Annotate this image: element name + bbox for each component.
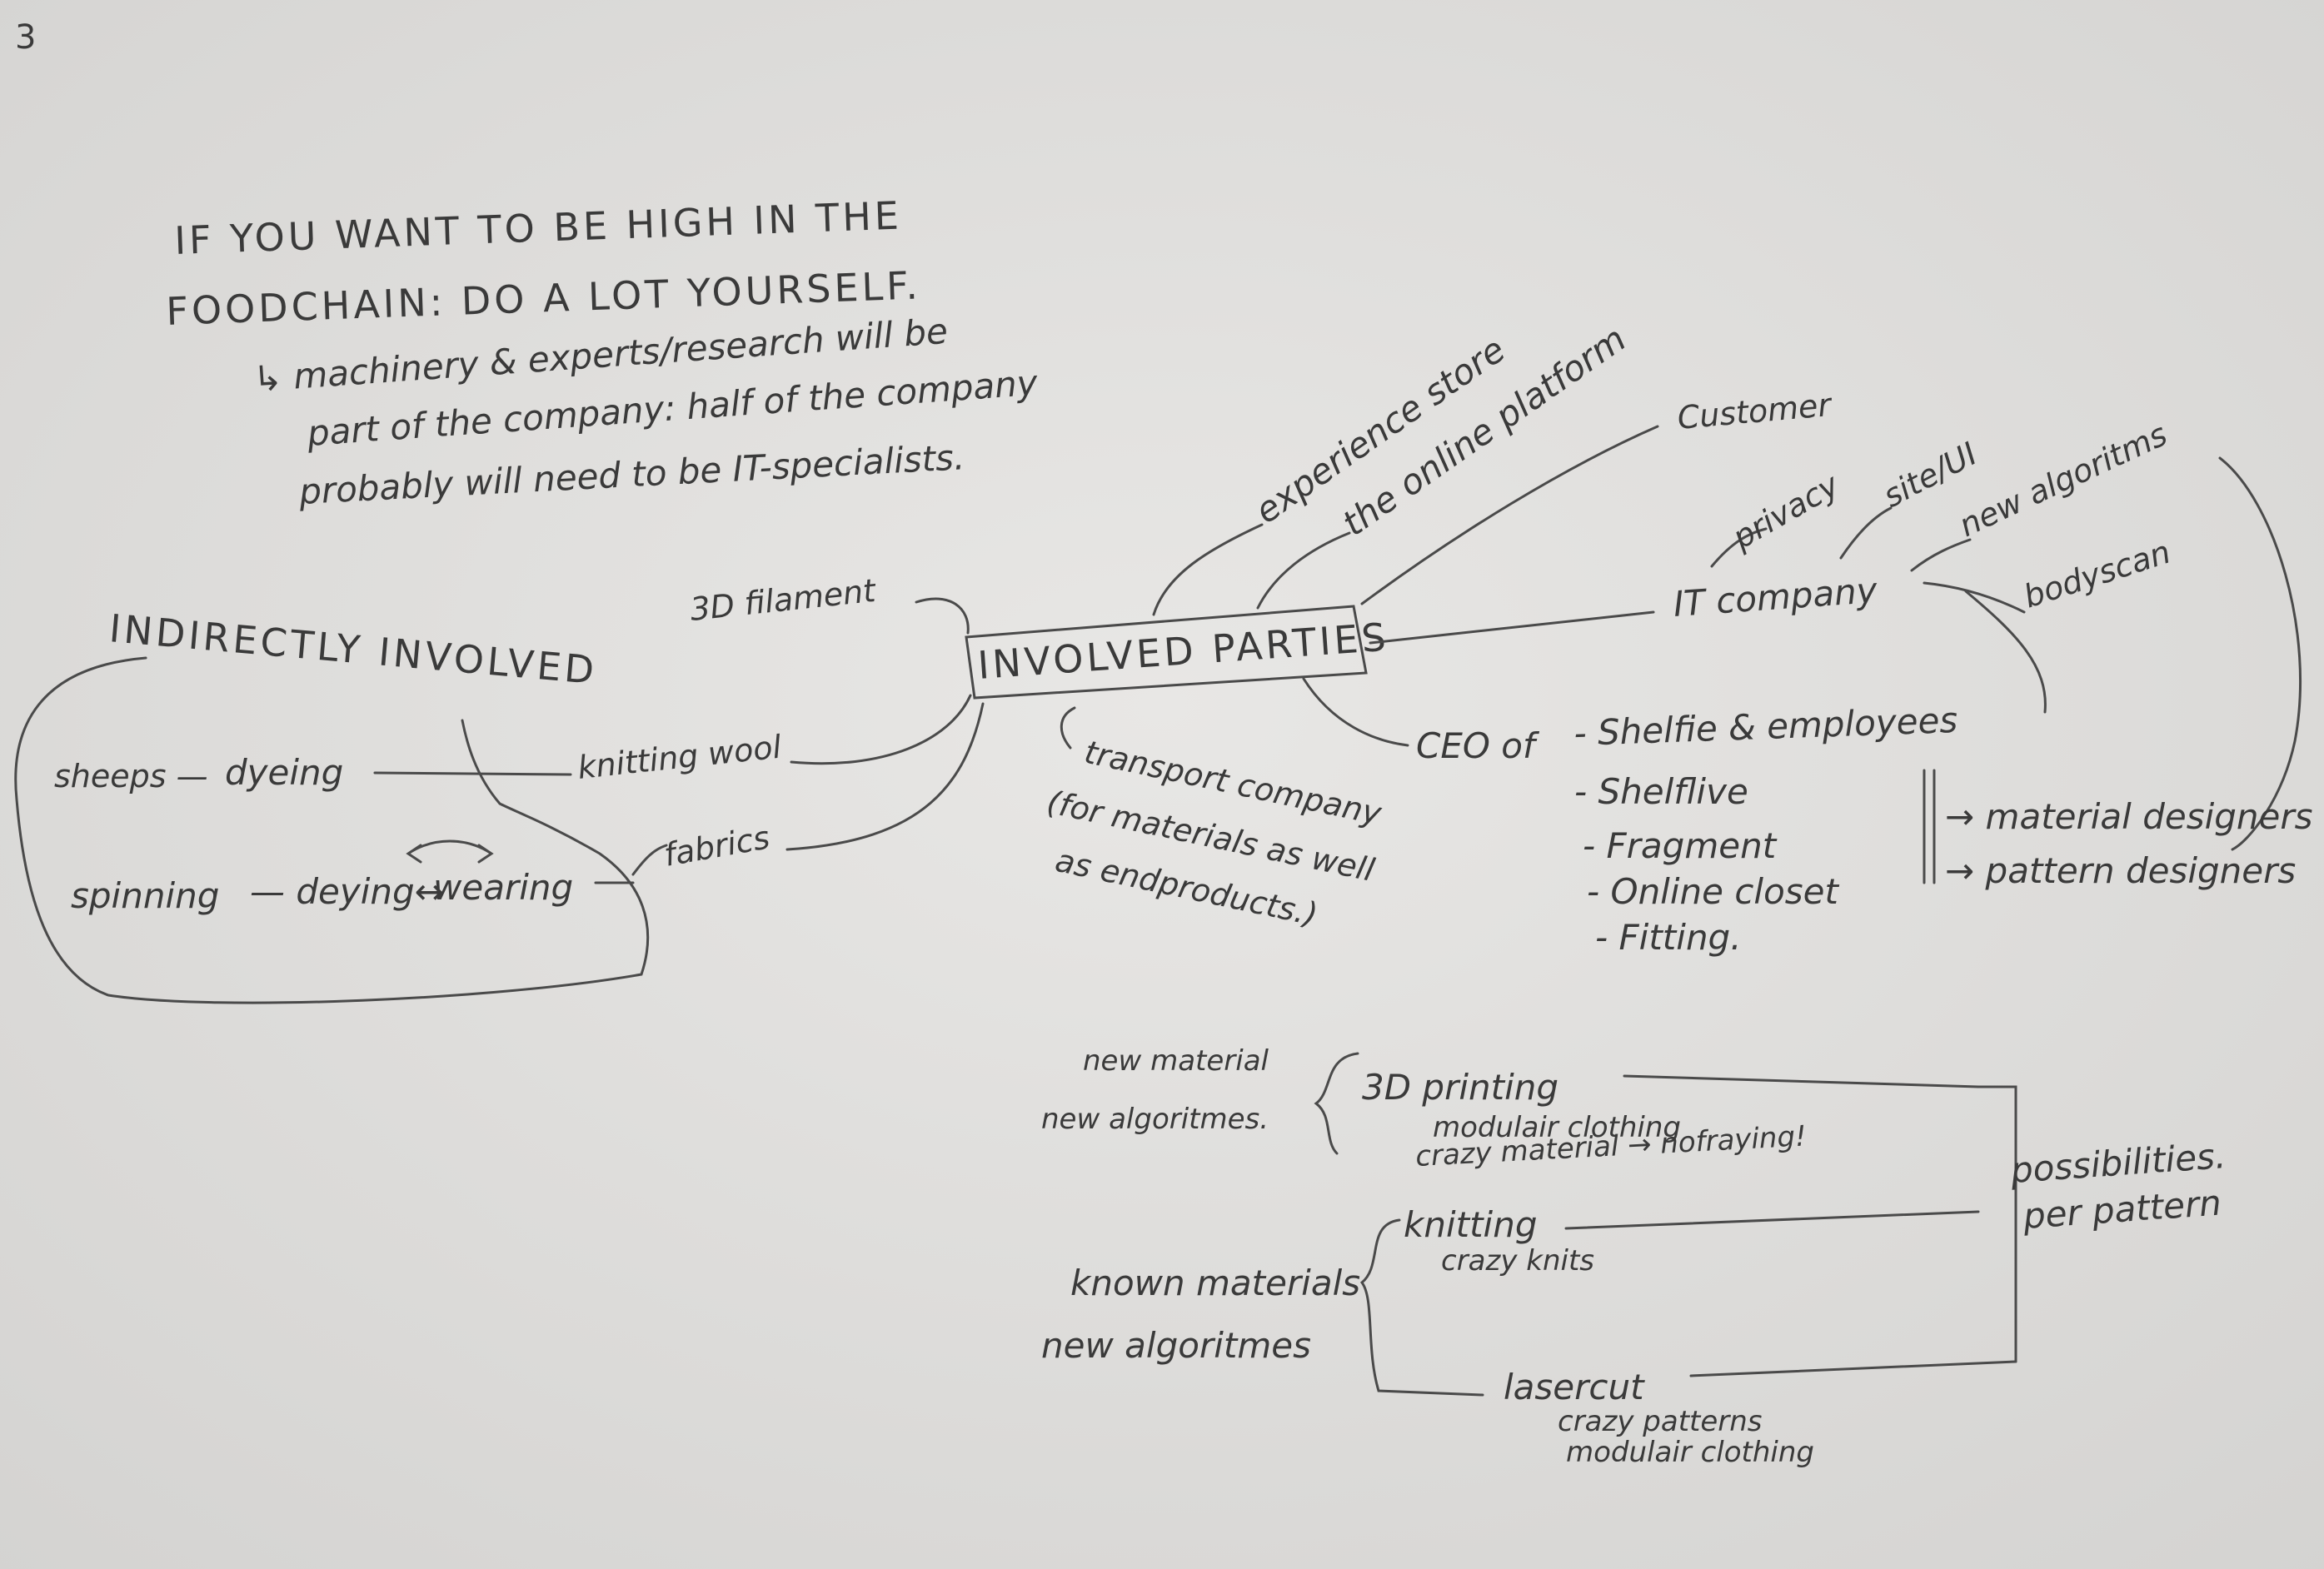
group1-brace (1314, 1052, 1359, 1155)
printing-sub-1: modulair clothing (1433, 1111, 1681, 1144)
line-new-algoritms (1910, 538, 1972, 572)
indirect-dyeing: dyeing (225, 752, 343, 793)
lasercut-sub-2: modulair clothing (1566, 1436, 1814, 1469)
printing-line (1623, 1074, 1980, 1088)
group1-left-1: new material (1083, 1044, 1269, 1078)
designer-material: → material designers (1945, 796, 2313, 837)
group1-left-2: new algoritmes. (1041, 1103, 1269, 1136)
center-box (965, 605, 1368, 700)
line-wearing-fabrics (594, 844, 668, 884)
line-ceo (1302, 677, 1409, 747)
line-fabrics (785, 702, 985, 851)
ceo-item-2: - Shelflive (1574, 771, 1748, 812)
ceo-item-5: - Fitting. (1595, 917, 1742, 958)
indirect-sheeps: sheeps — (54, 758, 208, 794)
line-dyeing-wool (373, 771, 572, 776)
designer-pattern: → pattern designers (1945, 850, 2296, 891)
lasercut-label: lasercut (1504, 1367, 1645, 1407)
printing-label: 3D printing (1362, 1067, 1558, 1108)
line-knitting-wool (790, 694, 972, 765)
lasercut-line (1689, 1360, 2017, 1377)
line-online-platform (1256, 531, 1351, 610)
line-privacy (1710, 527, 1768, 568)
knitting-line (1564, 1210, 1980, 1230)
page-number: 3 (15, 18, 36, 57)
ceo-item-4: - Online closet (1587, 871, 1840, 912)
knitting-label: knitting (1404, 1204, 1538, 1245)
lasercut-sub-1: crazy patterns (1558, 1405, 1763, 1438)
line-transport (1060, 706, 1076, 750)
line-site-ui (1839, 506, 1893, 560)
knitting-sub: crazy knits (1441, 1244, 1594, 1278)
designers-bracket (1923, 769, 1936, 884)
line-it-to-ceo (1964, 590, 2047, 714)
line-customer (1360, 425, 1659, 605)
line-experience-store (1152, 523, 1264, 616)
group2-left-2: new algoritmes (1041, 1325, 1311, 1366)
indirect-wearing: wearing (433, 867, 573, 908)
indirect-deying: — deying↔ (250, 871, 444, 912)
connectors (14, 425, 2302, 1397)
line-filament (915, 597, 970, 635)
possibilities-bracket (1977, 1085, 2017, 1363)
line-algoritms-loop (2218, 456, 2302, 851)
indirect-outline (14, 656, 650, 1004)
ceo-item-3: - Fragment (1583, 825, 1778, 866)
line-bodyscan (1923, 581, 2026, 614)
group2-brace (1359, 1218, 1484, 1397)
branch-ceo-of: CEO of (1416, 725, 1540, 766)
line-it-company (1369, 610, 1655, 645)
arrow-deying-wearing (406, 839, 494, 864)
indirect-spinning: spinning (71, 875, 219, 916)
group2-left-1: known materials (1070, 1263, 1360, 1303)
